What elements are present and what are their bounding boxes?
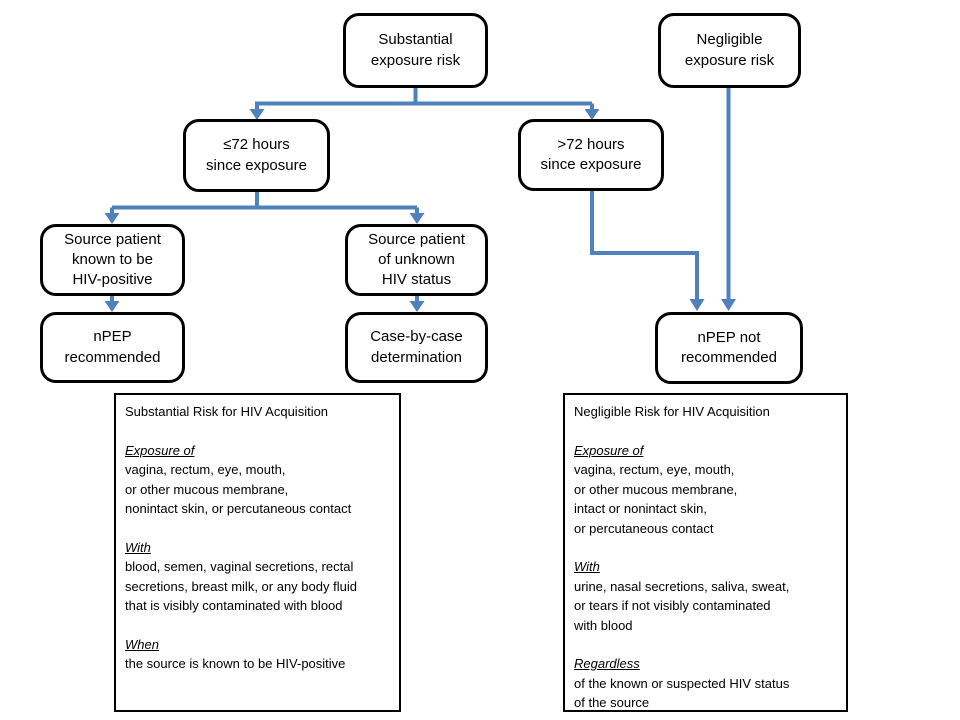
panel-substantial-risk-definition: Substantial Risk for HIV Acquisition Exp… xyxy=(114,393,401,712)
section-heading: When xyxy=(125,636,159,652)
node-gt72-hours: >72 hours since exposure xyxy=(518,119,664,191)
section-body: urine, nasal secretions, saliva, sweat, … xyxy=(574,578,790,633)
panel-section-exposure: Exposure of vagina, rectum, eye, mouth, … xyxy=(574,441,838,539)
connector-le72-branch xyxy=(110,191,419,214)
connector-gt72-to-notrecommended xyxy=(590,190,699,301)
connector-substantial-branch xyxy=(255,88,594,111)
panel-section-when: When the source is known to be HIV-posit… xyxy=(125,635,391,674)
section-heading: Regardless xyxy=(574,656,640,671)
node-case-by-case-determination: Case-by-case determination xyxy=(345,312,488,383)
section-heading: With xyxy=(125,539,151,555)
panel-section-exposure: Exposure of vagina, rectum, eye, mouth, … xyxy=(125,441,391,519)
panel-section-with: With blood, semen, vaginal secretions, r… xyxy=(125,538,391,616)
panel-section-with: With urine, nasal secretions, saliva, sw… xyxy=(574,557,838,635)
arrowhead xyxy=(721,299,736,311)
arrowhead xyxy=(409,213,425,224)
panel-negligible-risk-definition: Negligible Risk for HIV Acquisition Expo… xyxy=(563,393,848,712)
section-body: vagina, rectum, eye, mouth, or other muc… xyxy=(125,462,352,516)
arrowhead xyxy=(104,213,120,224)
node-le72-hours: ≤72 hours since exposure xyxy=(183,119,330,192)
arrowhead xyxy=(104,301,120,312)
panel-section-regardless: Regardless of the known or suspected HIV… xyxy=(574,654,838,713)
section-body: vagina, rectum, eye, mouth, or other muc… xyxy=(574,462,738,536)
section-heading: With xyxy=(574,559,600,574)
node-substantial-exposure-risk: Substantial exposure risk xyxy=(343,13,488,88)
section-body: blood, semen, vaginal secretions, rectal… xyxy=(125,559,357,613)
node-npep-recommended: nPEP recommended xyxy=(40,312,185,383)
panel-title: Substantial Risk for HIV Acquisition xyxy=(125,404,329,419)
node-npep-not-recommended: nPEP not recommended xyxy=(655,312,803,384)
node-negligible-exposure-risk: Negligible exposure risk xyxy=(658,13,801,88)
node-source-known-hiv-positive: Source patient known to be HIV-positive xyxy=(40,224,185,296)
arrowhead xyxy=(409,301,425,312)
node-source-unknown-hiv-status: Source patient of unknown HIV status xyxy=(345,224,488,296)
section-body: the source is known to be HIV-positive xyxy=(125,656,346,671)
arrowhead xyxy=(689,299,705,311)
panel-title: Negligible Risk for HIV Acquisition xyxy=(574,404,770,419)
section-heading: Exposure of xyxy=(574,442,644,458)
section-body: of the known or suspected HIV status of … xyxy=(574,675,790,711)
section-heading: Exposure of xyxy=(125,442,195,458)
